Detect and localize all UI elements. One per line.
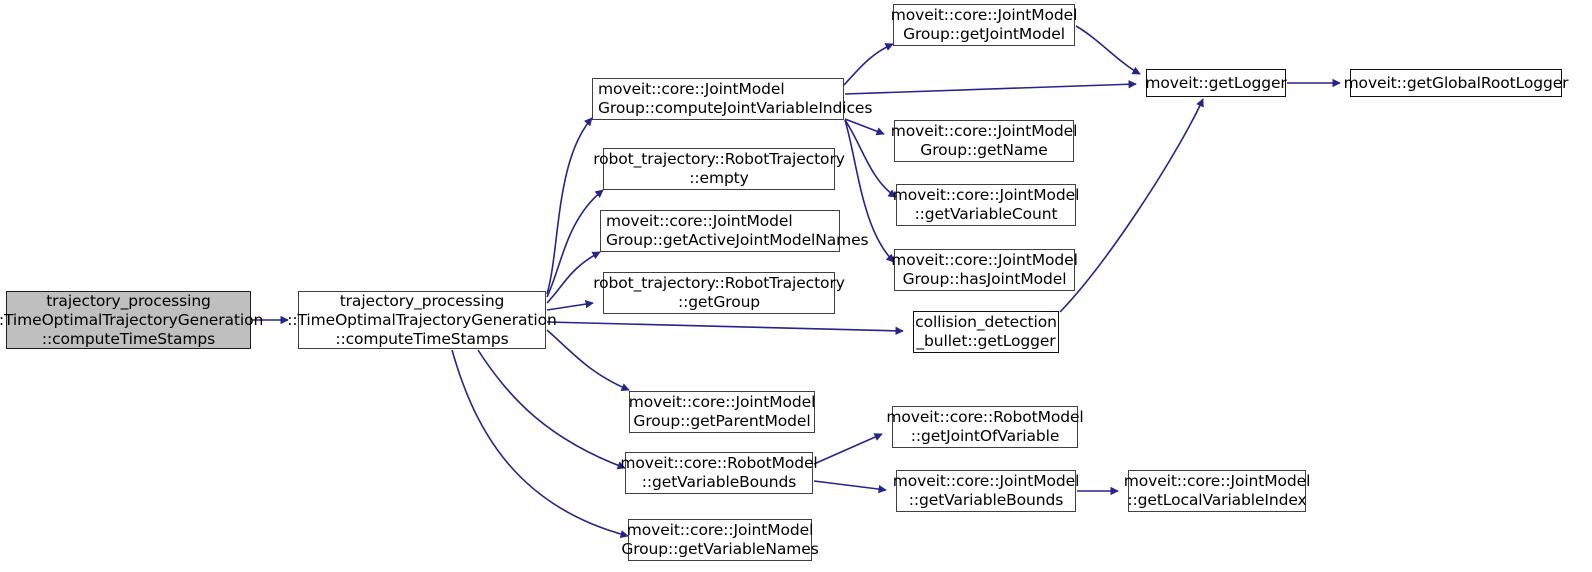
graph-edge [844,119,897,198]
graph-edge [451,349,629,539]
graph-node[interactable]: moveit::core::JointModel Group::getName [891,120,1077,162]
graph-node[interactable]: moveit::core::JointModel Group::computeJ… [592,78,872,120]
graph-node[interactable]: moveit::core::JointModel ::getVariableBo… [893,470,1079,512]
graph-edge [546,329,630,392]
graph-node[interactable]: moveit::core::JointModel ::getVariableCo… [893,184,1079,226]
graph-edge [546,321,904,335]
graph-node[interactable]: collision_detection _bullet::getLogger [913,311,1059,353]
graph-node[interactable]: moveit::core::JointModel Group::getActiv… [600,210,869,252]
graph-node[interactable]: trajectory_processing ::TimeOptimalTraje… [0,291,264,349]
graph-node[interactable]: moveit::core::JointModel Group::getVaria… [621,519,819,561]
graph-edge [477,349,626,470]
graph-node[interactable]: moveit::getGlobalRootLogger [1344,69,1569,97]
graph-node[interactable]: robot_trajectory::RobotTrajectory ::getG… [593,272,845,314]
graph-edge [844,80,1137,95]
graph-node[interactable]: moveit::core::JointModel Group::hasJoint… [891,249,1078,291]
graph-edge [546,117,593,295]
graph-edge [813,480,887,494]
graph-node[interactable]: trajectory_processing ::TimeOptimalTraje… [287,291,557,349]
graph-edge [844,118,885,136]
graph-node[interactable]: moveit::core::RobotModel ::getVariableBo… [620,452,818,494]
graph-edge [813,433,883,465]
graph-node[interactable]: moveit::getLogger [1145,69,1287,97]
graph-node[interactable]: moveit::core::JointModel Group::getJoint… [891,4,1077,46]
graph-node[interactable]: moveit::core::JointModel ::getLocalVaria… [1124,470,1310,512]
graph-edge [1059,98,1204,313]
graph-node[interactable]: robot_trajectory::RobotTrajectory ::empt… [593,148,845,190]
graph-edge [843,43,894,86]
graph-edge [1075,25,1141,75]
graph-node[interactable]: moveit::core::JointModel Group::getParen… [629,391,815,433]
graph-node[interactable]: moveit::core::RobotModel ::getJointOfVar… [886,406,1084,448]
